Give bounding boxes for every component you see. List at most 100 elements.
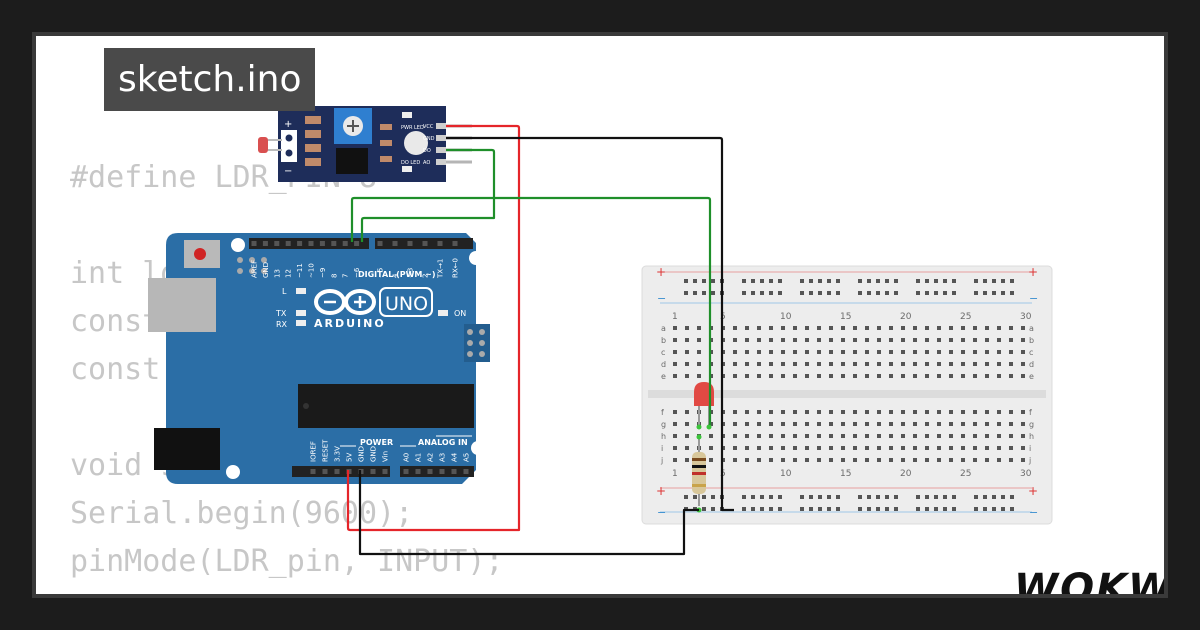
rail-hole[interactable]	[760, 291, 764, 295]
rail-hole[interactable]	[885, 291, 889, 295]
breadboard-hole[interactable]	[673, 422, 677, 426]
breadboard-hole[interactable]	[841, 362, 845, 366]
breadboard-hole[interactable]	[865, 410, 869, 414]
rail-hole[interactable]	[943, 291, 947, 295]
breadboard-hole[interactable]	[949, 362, 953, 366]
breadboard-hole[interactable]	[685, 458, 689, 462]
rail-hole[interactable]	[1001, 291, 1005, 295]
breadboard-hole[interactable]	[889, 338, 893, 342]
breadboard-hole[interactable]	[673, 458, 677, 462]
breadboard-hole[interactable]	[829, 422, 833, 426]
breadboard-hole[interactable]	[961, 350, 965, 354]
analog-pin[interactable]	[403, 469, 409, 474]
breadboard-hole[interactable]	[1009, 446, 1013, 450]
digital-pin[interactable]	[331, 241, 337, 246]
rail-hole[interactable]	[943, 279, 947, 283]
breadboard-hole[interactable]	[901, 422, 905, 426]
breadboard-hole[interactable]	[973, 422, 977, 426]
breadboard-hole[interactable]	[673, 326, 677, 330]
rail-hole[interactable]	[992, 279, 996, 283]
rail-hole[interactable]	[934, 495, 938, 499]
breadboard-hole[interactable]	[769, 362, 773, 366]
breadboard-hole[interactable]	[901, 434, 905, 438]
rail-hole[interactable]	[952, 495, 956, 499]
breadboard-hole[interactable]	[925, 422, 929, 426]
breadboard-hole[interactable]	[745, 326, 749, 330]
rail-hole[interactable]	[952, 279, 956, 283]
rail-hole[interactable]	[827, 279, 831, 283]
breadboard-hole[interactable]	[673, 362, 677, 366]
breadboard-hole[interactable]	[1021, 446, 1025, 450]
breadboard-hole[interactable]	[1009, 350, 1013, 354]
breadboard-hole[interactable]	[961, 434, 965, 438]
breadboard-hole[interactable]	[733, 422, 737, 426]
breadboard-hole[interactable]	[769, 434, 773, 438]
breadboard-hole[interactable]	[925, 374, 929, 378]
rail-hole[interactable]	[827, 495, 831, 499]
rail-hole[interactable]	[702, 279, 706, 283]
breadboard-hole[interactable]	[985, 458, 989, 462]
breadboard-hole[interactable]	[997, 374, 1001, 378]
rail-hole[interactable]	[943, 507, 947, 511]
breadboard-hole[interactable]	[685, 410, 689, 414]
breadboard-hole[interactable]	[853, 422, 857, 426]
rail-hole[interactable]	[974, 495, 978, 499]
analog-pin[interactable]	[463, 469, 469, 474]
breadboard-hole[interactable]	[829, 338, 833, 342]
breadboard-hole[interactable]	[949, 410, 953, 414]
breadboard-hole[interactable]	[757, 350, 761, 354]
breadboard-hole[interactable]	[793, 422, 797, 426]
breadboard-hole[interactable]	[985, 350, 989, 354]
breadboard-hole[interactable]	[925, 410, 929, 414]
rail-hole[interactable]	[876, 507, 880, 511]
breadboard-hole[interactable]	[949, 458, 953, 462]
power-pin[interactable]	[310, 469, 316, 474]
breadboard-hole[interactable]	[889, 446, 893, 450]
breadboard-hole[interactable]	[829, 410, 833, 414]
rail-hole[interactable]	[983, 279, 987, 283]
breadboard-hole[interactable]	[817, 434, 821, 438]
rail-hole[interactable]	[778, 291, 782, 295]
breadboard-hole[interactable]	[901, 374, 905, 378]
breadboard-hole[interactable]	[733, 458, 737, 462]
breadboard-hole[interactable]	[793, 350, 797, 354]
breadboard-hole[interactable]	[781, 326, 785, 330]
rail-hole[interactable]	[934, 507, 938, 511]
breadboard-hole[interactable]	[889, 434, 893, 438]
digital-pin[interactable]	[354, 241, 360, 246]
breadboard-hole[interactable]	[793, 326, 797, 330]
breadboard-hole[interactable]	[733, 446, 737, 450]
breadboard-hole[interactable]	[733, 326, 737, 330]
rail-hole[interactable]	[684, 291, 688, 295]
breadboard-hole[interactable]	[757, 422, 761, 426]
breadboard-hole[interactable]	[877, 362, 881, 366]
breadboard-hole[interactable]	[913, 374, 917, 378]
breadboard-hole[interactable]	[1009, 326, 1013, 330]
breadboard-hole[interactable]	[865, 446, 869, 450]
rail-hole[interactable]	[751, 291, 755, 295]
breadboard-hole[interactable]	[769, 446, 773, 450]
breadboard-hole[interactable]	[853, 326, 857, 330]
breadboard-hole[interactable]	[673, 374, 677, 378]
breadboard-hole[interactable]	[913, 326, 917, 330]
breadboard-hole[interactable]	[805, 326, 809, 330]
breadboard-hole[interactable]	[913, 458, 917, 462]
rail-hole[interactable]	[1001, 279, 1005, 283]
rail-hole[interactable]	[1001, 495, 1005, 499]
breadboard-hole[interactable]	[841, 458, 845, 462]
rail-hole[interactable]	[867, 291, 871, 295]
breadboard-hole[interactable]	[1009, 458, 1013, 462]
wires[interactable]	[346, 124, 734, 556]
rail-hole[interactable]	[916, 291, 920, 295]
breadboard-hole[interactable]	[997, 326, 1001, 330]
breadboard-hole[interactable]	[997, 446, 1001, 450]
breadboard-hole[interactable]	[865, 458, 869, 462]
rail-hole[interactable]	[711, 507, 715, 511]
breadboard-hole[interactable]	[817, 410, 821, 414]
breadboard-hole[interactable]	[985, 434, 989, 438]
breadboard-hole[interactable]	[781, 362, 785, 366]
breadboard-hole[interactable]	[769, 422, 773, 426]
breadboard-hole[interactable]	[961, 446, 965, 450]
breadboard-hole[interactable]	[985, 446, 989, 450]
rail-hole[interactable]	[876, 279, 880, 283]
